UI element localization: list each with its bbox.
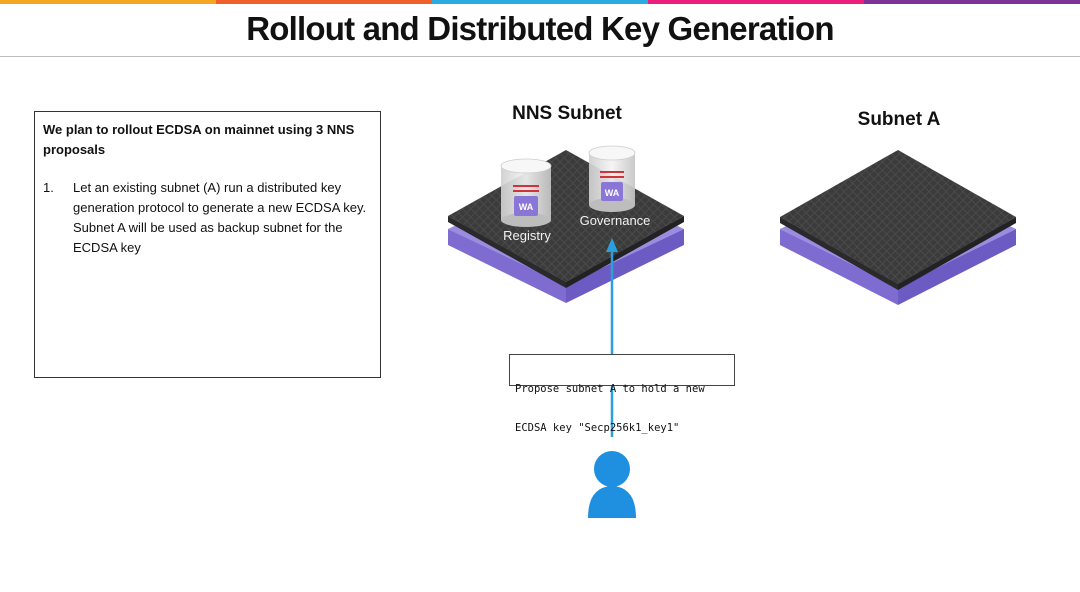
- canister-bottom: [589, 198, 635, 212]
- accent-bar: [0, 0, 1080, 4]
- proposal-plan-box: We plan to rollout ECDSA on mainnet usin…: [34, 111, 381, 378]
- canister-stripe: [600, 171, 624, 173]
- user-icon: [588, 451, 636, 518]
- nns-chip-edge: [566, 216, 684, 288]
- proposal-line: ECDSA key "Secp256k1_key1": [515, 422, 680, 434]
- arrow-head: [606, 238, 618, 252]
- subnet-a-chip-base-side: [780, 229, 898, 305]
- subnet-a-chip-edge: [780, 217, 898, 290]
- governance-canister-icon: WA: [588, 145, 636, 212]
- nns-chip-base-side: [566, 229, 684, 303]
- accent-segment: [648, 0, 864, 4]
- canister-badge-text: WA: [519, 202, 534, 212]
- list-item-number: 1.: [43, 180, 54, 195]
- slide-title: Rollout and Distributed Key Generation: [246, 10, 834, 47]
- canister-bottom: [501, 213, 551, 227]
- canister-badge: [514, 196, 538, 216]
- accent-segment: [0, 0, 216, 4]
- list-item-text: Let an existing subnet (A) run a distrib…: [73, 180, 367, 255]
- title-divider: [0, 56, 1080, 57]
- plan-heading: We plan to rollout ECDSA on mainnet usin…: [43, 122, 355, 157]
- accent-segment: [432, 0, 648, 4]
- nns-chip-edge: [448, 216, 566, 288]
- canister-badge: [601, 182, 623, 201]
- canister-top: [588, 145, 636, 161]
- canister-top: [500, 158, 552, 174]
- subnet-a-chip: [780, 150, 1016, 305]
- registry-label: Registry: [503, 228, 551, 243]
- subnet-a-label: Subnet A: [857, 109, 941, 130]
- list-item: 1. Let an existing subnet (A) run a dist…: [43, 178, 372, 258]
- user-body: [588, 486, 636, 518]
- accent-segment: [216, 0, 432, 4]
- subnet-a-chip-base-side: [898, 229, 1016, 305]
- nns-chip-base-side: [448, 229, 566, 303]
- canister-stripe: [513, 190, 539, 192]
- subnet-a-chip-top: [780, 150, 1016, 284]
- canister-stripe: [600, 176, 624, 178]
- registry-canister-icon: WA: [500, 158, 552, 227]
- governance-label: Governance: [579, 213, 651, 228]
- nns-subnet-label: NNS Subnet: [512, 103, 622, 124]
- subnet-a-chip-edge: [898, 217, 1016, 290]
- canister-badge-text: WA: [605, 188, 620, 198]
- user-head: [594, 451, 630, 487]
- accent-segment: [864, 0, 1080, 4]
- proposal-callout: Propose subnet A to hold a new ECDSA key…: [509, 354, 735, 434]
- arrow-up-icon: [606, 238, 618, 437]
- proposal-line: Propose subnet A to hold a new: [515, 383, 705, 395]
- canister-stripe: [513, 185, 539, 187]
